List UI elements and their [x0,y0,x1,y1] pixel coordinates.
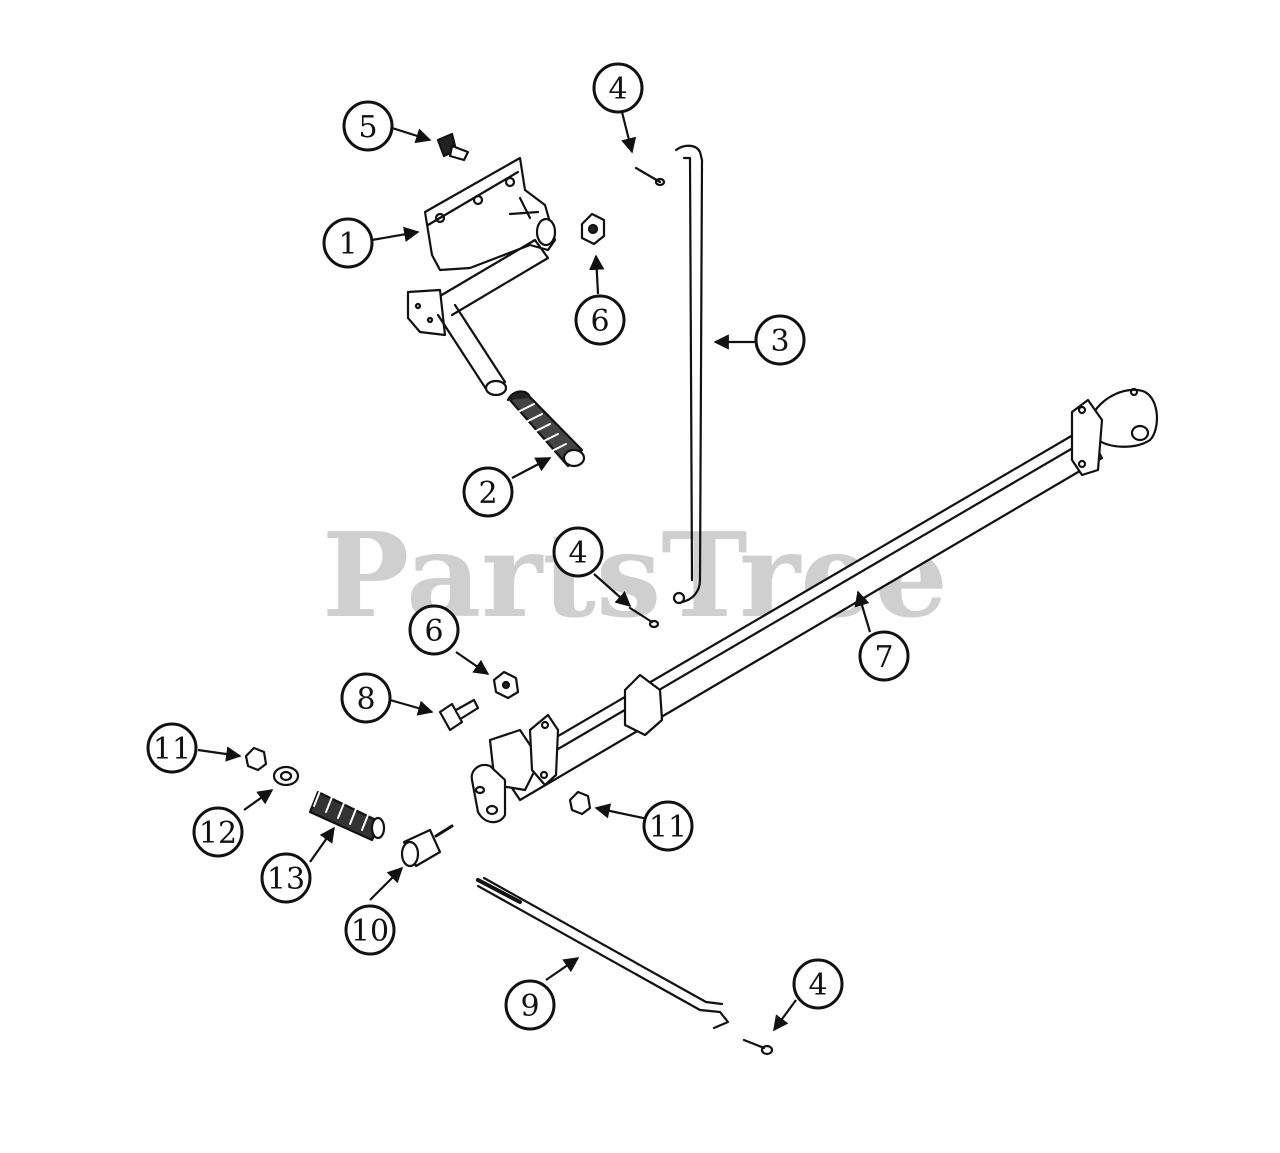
part-12-washer [272,765,300,787]
svg-text:1: 1 [338,227,357,262]
svg-text:11: 11 [153,732,191,767]
callout-1[interactable]: 1 [322,217,374,269]
part-4-pin-mid [628,606,660,629]
svg-text:3: 3 [770,324,789,359]
svg-text:10: 10 [351,914,389,949]
callout-8[interactable]: 8 [340,672,392,724]
callout-6-mid[interactable]: 6 [408,604,460,656]
svg-text:9: 9 [520,989,539,1024]
part-13-spring [308,785,386,842]
callout-2[interactable]: 2 [462,466,514,518]
svg-text:6: 6 [424,614,443,649]
callout-12[interactable]: 12 [192,806,244,858]
callout-13[interactable]: 13 [260,852,312,904]
svg-text:4: 4 [808,968,827,1003]
svg-text:4: 4 [608,72,627,107]
part-8-bolt [438,698,480,732]
part-4-pin-top [634,166,666,187]
svg-text:11: 11 [649,810,687,845]
svg-text:8: 8 [356,682,375,717]
part-5-bolt [436,132,470,162]
callout-10[interactable]: 10 [344,904,396,956]
part-10-swivel [400,824,454,868]
callout-11-left[interactable]: 11 [146,722,198,774]
part-11-nut-right [568,790,592,816]
svg-text:4: 4 [568,536,587,571]
part-2-pedal-pad [506,390,586,468]
callout-9[interactable]: 9 [504,979,556,1031]
part-9-rod [476,876,730,1030]
callout-6-top[interactable]: 6 [574,294,626,346]
callout-4-bottom[interactable]: 4 [792,958,844,1010]
svg-text:12: 12 [199,816,237,851]
svg-text:6: 6 [590,304,609,339]
part-6-nut-mid [492,670,520,700]
part-11-nut-left [244,746,268,772]
callout-5[interactable]: 5 [342,100,394,152]
svg-text:2: 2 [478,476,497,511]
svg-text:7: 7 [874,640,893,675]
part-7-cross-shaft [470,387,1158,824]
callout-3[interactable]: 3 [754,314,806,366]
svg-text:5: 5 [358,110,377,145]
part-6-nut-top [580,212,606,246]
part-4-pin-bottom [742,1038,774,1056]
callout-11-right[interactable]: 11 [642,800,694,852]
part-1-pedal-bracket [406,156,557,397]
callout-4-top[interactable]: 4 [592,62,644,114]
leader-arrows [197,111,872,1032]
callout-7[interactable]: 7 [858,630,910,682]
svg-text:13: 13 [267,862,305,897]
callout-4-mid[interactable]: 4 [552,526,604,578]
part-3-rod [672,144,704,605]
